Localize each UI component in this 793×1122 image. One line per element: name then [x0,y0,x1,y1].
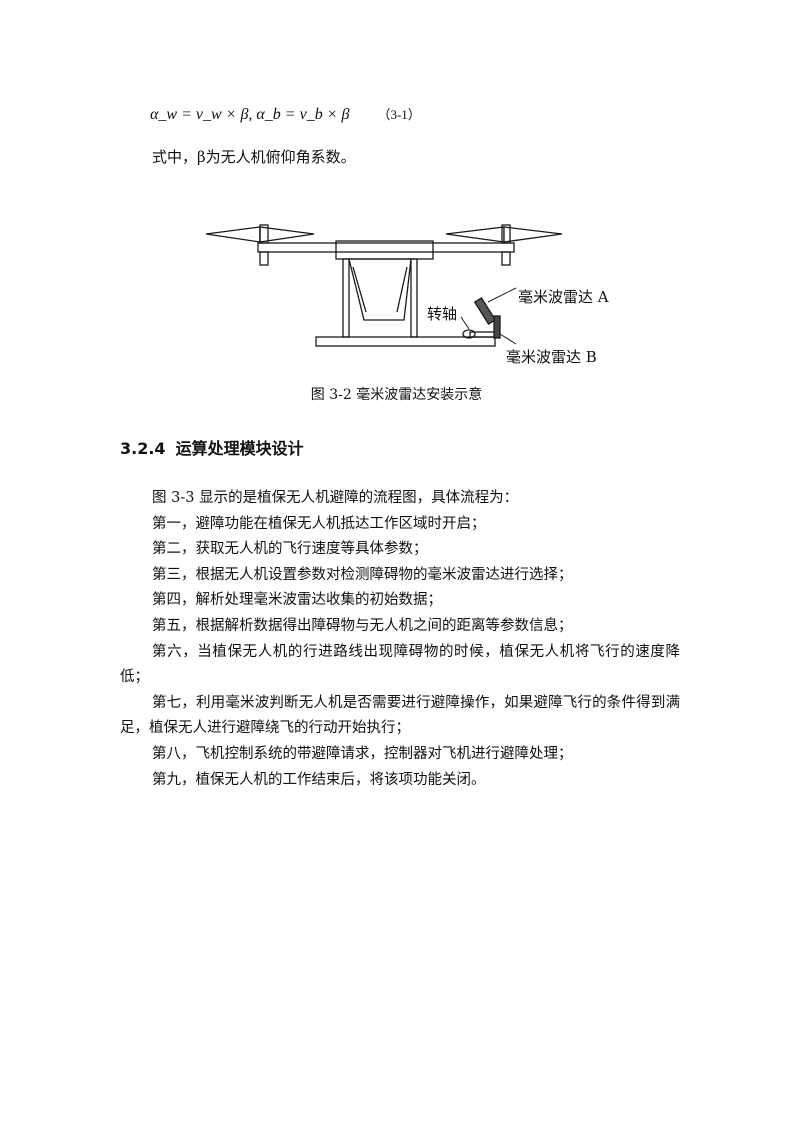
equation-3-1: α_w = v_w × β, α_b = v_b × β （3-1） [150,104,421,124]
drone-body-top [335,240,434,260]
left-propeller-blade-left [205,226,261,243]
paragraph: 第四，解析处理毫米波雷达收集的初始数据； [152,592,442,609]
landing-skid [315,336,496,347]
paragraph: 图 3-3 显示的是植保无人机避障的流程图，具体流程为： [152,490,519,506]
right-propeller-blade-left [445,226,505,243]
label-radar-b: 毫米波雷达 B [506,348,597,366]
label-radar-a: 毫米波雷达 A [518,288,609,306]
paragraph: 第七，利用毫米波判断无人机是否需要进行避障操作，如果避障飞行的条件得到满足，植保… [120,694,680,737]
paragraph: 第九，植保无人机的工作结束后，将该项功能关闭。 [152,771,486,788]
drone-arm [257,242,515,253]
tank-inner-left [352,266,367,313]
section-title: 运算处理模块设计 [175,439,304,458]
radar-b-unit [493,315,501,339]
equation-expression: α_w = v_w × β, α_b = v_b × β [150,106,353,123]
tank-inner-right [396,266,408,313]
paragraph: 第八，飞机控制系统的带避障请求，控制器对飞机进行避障处理； [152,745,573,762]
figure-radar-mounting: 毫米波雷达 A 转轴 毫米波雷达 B [198,212,638,372]
drone-radar-diagram: 毫米波雷达 A 转轴 毫米波雷达 B [205,224,609,366]
equation-note: 式中，β为无人机俯仰角系数。 [152,148,356,166]
spray-tank [348,258,412,321]
radar-a-leader [487,287,517,303]
paragraph: 第三，根据无人机设置参数对检测障碍物的毫米波雷达进行选择； [152,566,573,583]
body-text: 图 3-3 显示的是植保无人机避障的流程图，具体流程为： 第一，避障功能在植保无… [120,486,680,793]
paragraph: 第六，当植保无人机的行进路线出现障碍物的时候，植保无人机将飞行的速度降低； [120,643,680,686]
equation-number: （3-1） [377,107,421,122]
section-heading: 3.2.4 运算处理模块设计 [120,435,304,459]
rotation-axis [462,329,476,339]
radar-b-leader [499,333,517,345]
paragraph: 第二，获取无人机的飞行速度等具体参数； [152,541,428,558]
label-rotation-axis: 转轴 [427,305,457,323]
frame-left-post [342,258,350,338]
frame-right-post [410,258,418,338]
paragraph: 第一，避障功能在植保无人机抵达工作区域时开启； [152,515,486,532]
left-motor-leg [259,251,269,266]
equation-expression-text: α_w = v_w × β, α_b = v_b × β [150,106,350,123]
figure-caption: 图 3-2 毫米波雷达安装示意 [310,387,483,403]
axis-leader [460,316,470,330]
right-propeller-blade-right [503,226,563,243]
paragraph: 第五，根据解析数据得出障碍物与无人机之间的距离等参数信息； [152,617,573,634]
radar-a-unit [473,296,497,326]
section-number: 3.2.4 [120,439,166,458]
right-motor-leg [501,251,511,266]
